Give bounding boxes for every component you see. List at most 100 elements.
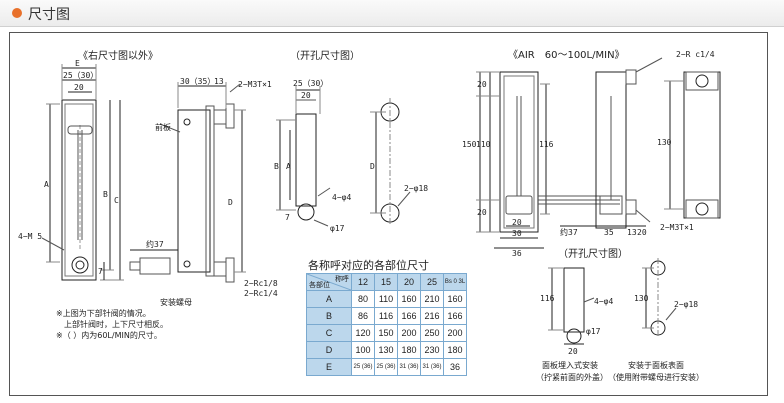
cut2-w20: 20 (568, 347, 578, 356)
col-header: 25 (420, 273, 444, 291)
col-header: 15 (374, 273, 398, 291)
air-w35: 35 (604, 228, 614, 237)
cut-D: D (370, 162, 375, 171)
table-row: E 25 (36) 25 (36) 31 (36) 31 (36) 36 (306, 358, 467, 376)
air-mount: 2−M3T×1 (660, 223, 694, 232)
label-nut: 安装螺母 (160, 298, 192, 307)
row-label: D (306, 341, 352, 359)
cut2-phi18: 2−φ18 (674, 300, 699, 309)
bullet-icon (12, 8, 22, 18)
cutout-body (295, 113, 317, 207)
air-d20a: 20 (477, 80, 487, 89)
caption-left-view: 《右尺寸图以外》 (78, 51, 158, 62)
air-w13: 13 (627, 228, 637, 237)
table-cell: 160 (443, 290, 467, 308)
air-d20b: 20 (477, 208, 487, 217)
row-label: E (306, 358, 352, 376)
dim-A: A (44, 180, 49, 189)
air-d116: 116 (539, 140, 554, 149)
cut-w25: 25（30） (293, 79, 329, 88)
table-row: C 120 150 200 250 200 (306, 324, 467, 342)
table-cell: 250 (420, 324, 444, 342)
cut-phi18: 2−φ18 (404, 184, 429, 193)
dim-d7: 7 (98, 267, 103, 276)
air-side-body (595, 71, 627, 229)
cut-w20: 20 (301, 91, 311, 100)
table-row: A 80 110 160 210 160 (306, 290, 467, 308)
table-cell: 36 (443, 358, 467, 376)
air-d130: 130 (657, 138, 672, 147)
table-row: D 100 130 180 230 180 (306, 341, 467, 359)
table-cell: 25 (36) (374, 358, 398, 376)
table-header-row: 称呼 各部位 12 15 20 25 Bs 0 3L (306, 273, 467, 291)
dim-C: C (114, 196, 119, 205)
table-cell: 80 (351, 290, 375, 308)
table-cell: 210 (420, 290, 444, 308)
caption-cutout-bottom: （开孔尺寸图） (558, 249, 628, 260)
table-title: 各称呼对应的各部位尺寸 (308, 259, 429, 272)
table-cell: 25 (36) (351, 358, 375, 376)
label-rc18: 2−Rc1/8 (244, 279, 278, 288)
label-rc14: 2−Rc1/4 (244, 289, 278, 298)
row-label: C (306, 324, 352, 342)
table-cell: 130 (374, 341, 398, 359)
cut-B: B (274, 162, 279, 171)
col-header: 20 (397, 273, 421, 291)
air-rc: 2−R c1/4 (676, 50, 715, 59)
cut-phi4: 4−φ4 (332, 193, 352, 202)
left-front-inner (64, 103, 94, 277)
dim-E: E (75, 59, 80, 68)
corner-bottom: 各部位 (309, 282, 330, 289)
cut-A: A (286, 162, 291, 171)
dim-side30: 30（35） (180, 77, 216, 86)
section-header: 尺寸图 (0, 0, 784, 27)
left-front-body (61, 99, 97, 281)
cut-d7: 7 (285, 213, 290, 222)
label-mount: 2−M3T×1 (238, 80, 272, 89)
table-cell: 120 (351, 324, 375, 342)
cut2-cap1a: 面板埋入式安装 (542, 361, 598, 370)
table-cell: 116 (374, 307, 398, 325)
table-cell: 150 (374, 324, 398, 342)
cut2-cap2a: 安装于面板表面 (628, 361, 684, 370)
col-header: Bs 0 3L (443, 273, 467, 291)
corner-top: 称呼 (335, 276, 349, 283)
table-cell: 200 (443, 324, 467, 342)
row-label: A (306, 290, 352, 308)
air-w36: 36 (512, 249, 522, 258)
air-dia37: 约37 (560, 228, 578, 237)
table-cell: 160 (397, 290, 421, 308)
air-w20: 20 (512, 218, 522, 227)
table-cell: 180 (443, 341, 467, 359)
table-cell: 166 (443, 307, 467, 325)
dim-w25: 25（30） (63, 71, 99, 80)
dim-side13: 13 (214, 77, 224, 86)
dim-w20: 20 (74, 83, 84, 92)
cut2-cap1b: （拧紧前面的外盖） (536, 373, 608, 382)
table-cell: 31 (36) (397, 358, 421, 376)
table-row: B 86 116 166 216 166 (306, 307, 467, 325)
dim-dia37: 约37 (146, 240, 164, 249)
dim-m5: 4−M 5 (18, 232, 43, 241)
table-cell: 230 (420, 341, 444, 359)
note-3: ※（ ）内为60L/MIN的尺寸。 (56, 331, 162, 340)
table-cell: 100 (351, 341, 375, 359)
section-title: 尺寸图 (28, 7, 70, 23)
note-2: 上部针阀时，上下尺寸相反。 (56, 320, 168, 329)
row-label: B (306, 307, 352, 325)
air-d110: 110 (476, 140, 491, 149)
table-cell: 31 (36) (420, 358, 444, 376)
cut2-d130: 130 (634, 294, 649, 303)
air-front-body (499, 71, 539, 233)
air-w20b: 20 (637, 228, 647, 237)
dim-D: D (228, 198, 233, 207)
dimension-table: 称呼 各部位 12 15 20 25 Bs 0 3L A 80 110 160 … (306, 273, 467, 376)
table-cell: 110 (374, 290, 398, 308)
caption-cutout-top: （开孔尺寸图） (290, 51, 360, 62)
left-side-body (177, 109, 211, 273)
air-d150: 150 (462, 140, 477, 149)
air-right-body (683, 71, 721, 219)
table-cell: 180 (397, 341, 421, 359)
cut2-d116: 116 (540, 294, 555, 303)
